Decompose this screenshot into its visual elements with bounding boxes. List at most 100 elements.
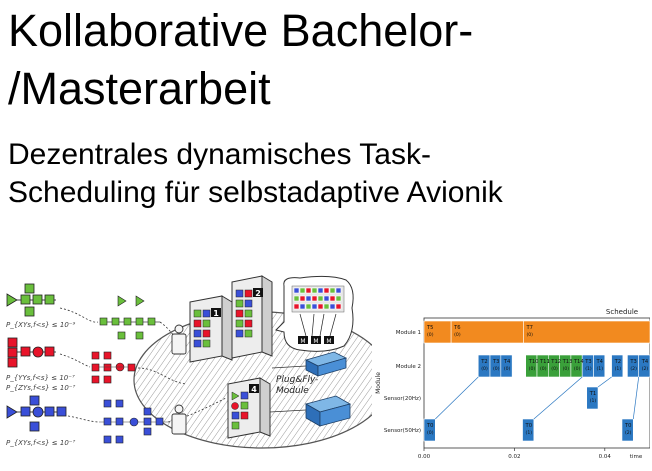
expanded-graph-green <box>99 295 160 340</box>
task-label: T11 <box>539 359 550 365</box>
task-bar <box>523 320 650 344</box>
constraint-label: P_{YYs,f<s} ≤ 10⁻⁷ <box>6 374 75 382</box>
task-sub-label: (1) <box>615 366 622 372</box>
plot-frame <box>423 317 650 449</box>
dependency-line <box>533 376 583 420</box>
task-label: T0 <box>624 423 631 429</box>
task-sub-label: (0) <box>563 366 570 372</box>
task-bar <box>638 354 650 378</box>
box-label: M <box>300 338 305 345</box>
x-tick-label: 0.00 <box>418 454 431 460</box>
task-label: T3 <box>492 359 499 365</box>
task-label: T5 <box>426 325 433 331</box>
task-label: T6 <box>453 325 460 331</box>
page-subtitle: Dezentrales dynamisches Task- Scheduling… <box>8 136 503 212</box>
task-sub-label: (0) <box>551 366 558 372</box>
task-sub-label: (1) <box>585 366 592 372</box>
task-sub-label: (2) <box>625 430 632 436</box>
task-sub-label: (0) <box>481 366 488 372</box>
task-label: T14 <box>573 359 584 365</box>
task-sub-label: (1) <box>526 430 533 436</box>
task-label: T2 <box>614 359 621 365</box>
task-bar <box>586 386 599 410</box>
title-line-2: /Masterarbeit <box>8 63 271 114</box>
task-label: T0 <box>525 423 532 429</box>
task-sub-label: (0) <box>574 366 581 372</box>
chart-title: Schedule <box>606 308 638 316</box>
x-tick-label: 0.04 <box>599 454 612 460</box>
constraint-label: P_{XYs,f<s} ≤ 10⁻⁹ <box>6 321 75 329</box>
rack-number: 4 <box>251 385 257 394</box>
speech-bubble: M M M <box>275 275 354 352</box>
row-label: Module 1 <box>396 330 421 336</box>
task-sub-label: (2) <box>642 366 649 372</box>
task-label: T4 <box>641 359 649 365</box>
task-label: T0 <box>426 423 433 429</box>
row-label: Module 2 <box>396 364 421 370</box>
subtitle-line-1: Dezentrales dynamisches Task- <box>8 138 431 171</box>
task-bar <box>450 320 524 344</box>
rack-number: 2 <box>255 289 261 298</box>
task-label: T12 <box>550 359 561 365</box>
dependency-line <box>597 376 612 388</box>
task-sub-label: (0) <box>427 430 434 436</box>
architecture-illustration: P_{XYs,f<s} ≤ 10⁻⁹ P_{YYs,f<s} ≤ 10⁻⁷ P_… <box>6 275 372 449</box>
subtitle-line-2: Scheduling für selbstadaptive Avionik <box>8 176 503 209</box>
task-label: T1 <box>589 391 596 397</box>
task-bar <box>621 418 634 442</box>
box-label: M <box>326 338 331 345</box>
module-label-line-1: Plug&Fly- <box>276 375 318 385</box>
task-sub-label: (0) <box>493 366 500 372</box>
task-label: T3 <box>584 359 591 365</box>
task-bar <box>500 354 513 378</box>
rack-1: 1 <box>189 295 233 363</box>
task-graph-red <box>7 337 56 368</box>
row-label: Sensor(50Hz) <box>384 428 421 434</box>
task-graph-blue <box>6 395 67 432</box>
task-graph-green <box>6 283 56 317</box>
task-bar <box>593 354 606 378</box>
x-axis-label: time <box>630 454 643 460</box>
rack-2: 2 <box>231 275 273 359</box>
constraint-label: P_{ZYs,f<s} ≤ 10⁻⁷ <box>6 384 75 392</box>
task-bar <box>522 418 535 442</box>
task-label: T10 <box>528 359 539 365</box>
dependency-line <box>632 376 640 420</box>
box-label: M <box>313 338 318 345</box>
expanded-graph-blue <box>100 399 168 444</box>
task-bar <box>423 418 436 442</box>
task-label: T3 <box>629 359 636 365</box>
chart-marks <box>423 320 650 442</box>
chart-axes <box>423 317 650 451</box>
task-label: T4 <box>503 359 511 365</box>
task-label: T2 <box>480 359 487 365</box>
title-line-1: Kollaborative Bachelor- <box>8 5 474 56</box>
task-sub-label: (1) <box>597 366 604 372</box>
task-sub-label: (0) <box>504 366 511 372</box>
task-bar <box>611 354 624 378</box>
task-label: T4 <box>596 359 604 365</box>
task-sub-label: (2) <box>630 366 637 372</box>
task-sub-label: (0) <box>540 366 547 372</box>
task-sub-label: (1) <box>590 398 597 404</box>
task-sub-label: (0) <box>529 366 536 372</box>
task-label: T13 <box>562 359 573 365</box>
y-axis-label: Module <box>375 372 382 394</box>
rack-number: 1 <box>213 309 219 318</box>
task-sub-label: (0) <box>526 332 533 338</box>
task-label: T7 <box>525 325 532 331</box>
plug-fly-module-top <box>304 351 348 377</box>
task-sub-label: (0) <box>427 332 434 338</box>
module-label-line-2: Module <box>276 386 309 396</box>
row-label: Sensor(20Hz) <box>384 396 421 402</box>
task-sub-label: (0) <box>454 332 461 338</box>
expanded-graph-red <box>91 351 136 384</box>
plug-fly-module-bottom <box>304 395 352 427</box>
person-icons <box>171 324 187 435</box>
dependency-line <box>435 376 479 420</box>
rack-4: 4 <box>227 377 271 439</box>
constraint-label: P_{XYs,f<s} ≤ 10⁻⁷ <box>6 439 75 447</box>
x-tick-label: 0.02 <box>508 454 520 460</box>
